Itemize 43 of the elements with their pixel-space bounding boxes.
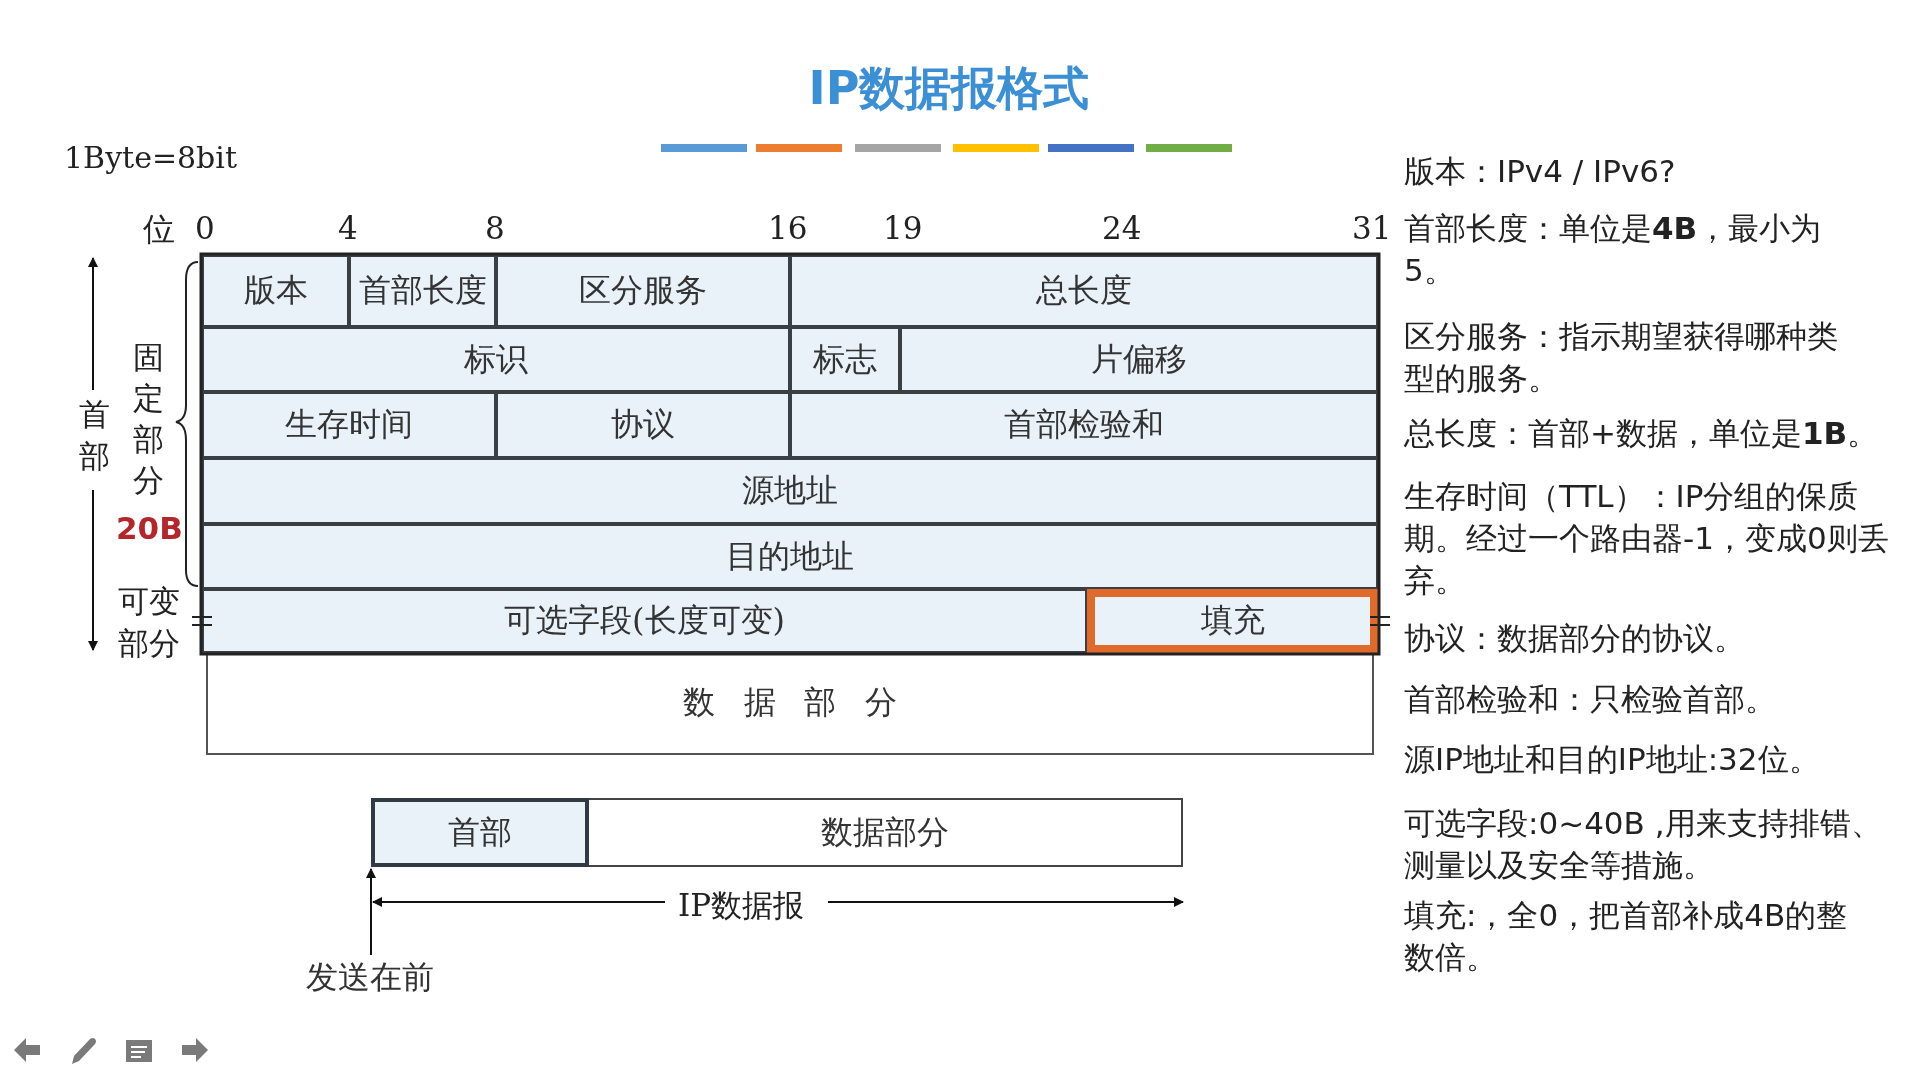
header-field: 片偏移	[900, 327, 1378, 392]
bit-number: 24	[1102, 210, 1142, 246]
header-field: 版本	[202, 255, 349, 327]
bit-number: 16	[768, 210, 808, 246]
header-field: 区分服务	[496, 255, 790, 327]
arrow	[366, 868, 376, 956]
data-part-box: 数据部分	[589, 798, 1183, 867]
header-field: 源地址	[202, 458, 1378, 524]
size-label: 20B	[116, 510, 183, 546]
bit-number: 8	[485, 210, 505, 246]
bit-number: 31	[1352, 210, 1392, 246]
note-text: 总长度：首部+数据，单位是1B。	[1404, 414, 1880, 453]
note-text: 源IP地址和目的IP地址:32位。	[1404, 740, 1821, 779]
section-label: 固定部分	[131, 338, 165, 500]
note-text: 首部长度：单位是4B，最小为5。	[1404, 209, 1823, 290]
header-field: 填充	[1087, 589, 1378, 653]
axis-label: 位	[143, 209, 175, 250]
annotation-text: 发送在前	[290, 955, 450, 1001]
header-field: 生存时间	[202, 392, 496, 458]
section-label: 可变部分	[117, 582, 181, 663]
note-text: 区分服务：指示期望获得哪种类型的服务。	[1404, 317, 1839, 398]
header-field: 标识	[202, 327, 790, 392]
header-field: 标志	[790, 327, 901, 392]
header-field: 首部长度	[349, 255, 496, 327]
note-text: 生存时间（TTL）：IP分组的保质期。经过一个路由器-1，变成0则丢弃。	[1404, 477, 1890, 600]
note-text: 首部检验和：只检验首部。	[1404, 680, 1777, 719]
note-text: 1Byte=8bit	[64, 140, 237, 175]
bit-number: 0	[195, 210, 215, 246]
header-field: 总长度	[790, 255, 1378, 327]
data-part-box: 数据部分	[206, 653, 1374, 755]
header-field: 协议	[496, 392, 790, 458]
bit-number: 4	[338, 210, 358, 246]
header-field: 目的地址	[202, 524, 1378, 589]
header-field: 可选字段(长度可变)	[202, 589, 1087, 653]
note-text: 填充:，全0，把首部补成4B的整数倍。	[1404, 896, 1849, 977]
title: IP数据报格式	[807, 60, 1091, 117]
bit-number: 19	[883, 210, 923, 246]
note-text: 版本：IPv4 / IPv6?	[1404, 152, 1677, 191]
note-text: 协议：数据部分的协议。	[1404, 619, 1746, 658]
header-box: 首部	[371, 798, 589, 867]
section-label: 首部	[77, 395, 111, 476]
header-field: 首部检验和	[790, 392, 1378, 458]
note-text: 可选字段:0~40B ,用来支持排错、测量以及安全等措施。	[1404, 804, 1883, 885]
